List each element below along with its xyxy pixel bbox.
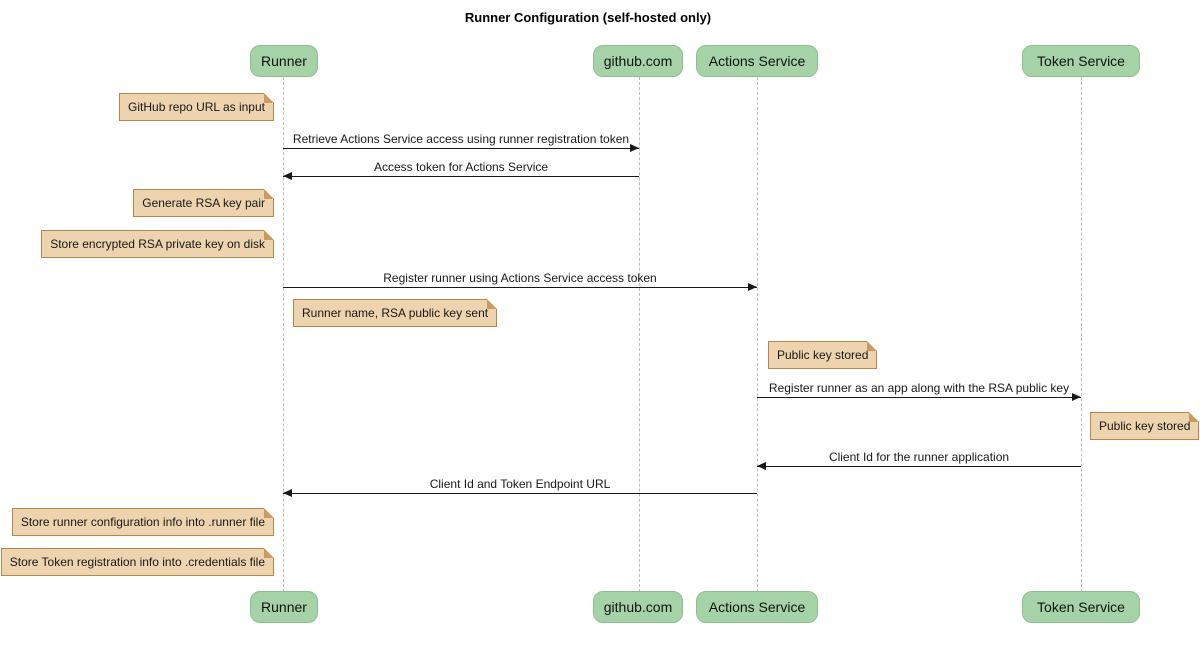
note-public-key-stored-token: Public key stored bbox=[1090, 412, 1200, 440]
note-store-token-registration: Store Token registration info into .cred… bbox=[0, 548, 275, 576]
note-github-repo-url: GitHub repo URL as input bbox=[119, 93, 274, 121]
message-label: Client Id and Token Endpoint URL bbox=[429, 477, 611, 491]
note-public-key-stored-actions: Public key stored bbox=[768, 341, 878, 369]
participant-actions-service-top: Actions Service bbox=[696, 45, 818, 77]
note-generate-rsa-key-pair: Generate RSA key pair bbox=[133, 189, 274, 217]
lifeline-runner bbox=[283, 77, 284, 592]
arrowhead-left-icon bbox=[757, 462, 766, 470]
message-client-id-endpoint: Client Id and Token Endpoint URL bbox=[283, 477, 757, 497]
arrowhead-left-icon bbox=[283, 489, 292, 497]
lifeline-actions-service bbox=[757, 77, 758, 592]
participant-token-service-top: Token Service bbox=[1022, 45, 1140, 77]
participant-github-top: github.com bbox=[593, 45, 683, 77]
note-runner-name-sent: Runner name, RSA public key sent bbox=[293, 299, 498, 327]
participant-token-service-bottom: Token Service bbox=[1022, 591, 1140, 623]
arrowhead-right-icon bbox=[1072, 393, 1081, 401]
message-client-id: Client Id for the runner application bbox=[757, 450, 1081, 470]
message-retrieve-actions-access: Retrieve Actions Service access using ru… bbox=[283, 132, 639, 152]
message-label: Client Id for the runner application bbox=[828, 450, 1010, 464]
message-line bbox=[757, 466, 1081, 467]
participant-runner-bottom: Runner bbox=[250, 591, 318, 623]
message-label: Retrieve Actions Service access using ru… bbox=[292, 132, 630, 146]
message-access-token: Access token for Actions Service bbox=[283, 160, 639, 180]
participant-runner-top: Runner bbox=[250, 45, 318, 77]
arrowhead-right-icon bbox=[630, 144, 639, 152]
message-register-runner-app: Register runner as an app along with the… bbox=[757, 381, 1081, 401]
message-label: Access token for Actions Service bbox=[373, 160, 549, 174]
message-label: Register runner as an app along with the… bbox=[768, 381, 1070, 395]
message-line bbox=[283, 176, 639, 177]
participant-actions-service-bottom: Actions Service bbox=[696, 591, 818, 623]
lifeline-github bbox=[639, 77, 640, 592]
message-label: Register runner using Actions Service ac… bbox=[383, 271, 657, 285]
note-store-runner-config: Store runner configuration info into .ru… bbox=[11, 508, 275, 536]
arrowhead-left-icon bbox=[283, 172, 292, 180]
arrowhead-right-icon bbox=[748, 283, 757, 291]
lifeline-token-service bbox=[1081, 77, 1082, 592]
participant-github-bottom: github.com bbox=[593, 591, 683, 623]
note-store-encrypted-key: Store encrypted RSA private key on disk bbox=[41, 230, 274, 258]
diagram-title: Runner Configuration (self-hosted only) bbox=[464, 10, 712, 25]
message-line bbox=[283, 287, 757, 288]
message-line bbox=[283, 493, 757, 494]
message-line bbox=[283, 148, 639, 149]
message-line bbox=[757, 397, 1081, 398]
message-register-runner: Register runner using Actions Service ac… bbox=[283, 271, 757, 291]
